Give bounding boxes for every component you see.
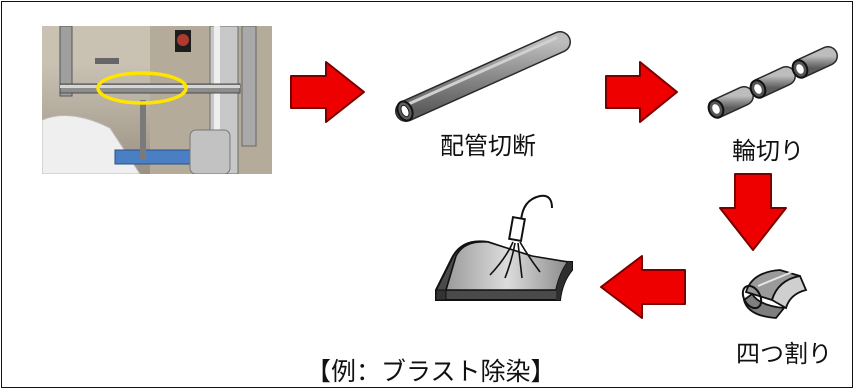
highlight-ellipse bbox=[96, 71, 188, 105]
blast-decontamination-icon bbox=[435, 194, 573, 301]
arrow-right-1 bbox=[290, 61, 365, 123]
arrow-down bbox=[719, 173, 787, 251]
arrow-left bbox=[600, 255, 686, 319]
pipe-photo bbox=[42, 26, 272, 174]
step-label-quartering: 四つ割り bbox=[736, 340, 832, 368]
step-label-ring-cutting: 輪切り bbox=[732, 137, 804, 165]
ring-pieces-icon bbox=[707, 46, 838, 119]
quartered-pipe-icon bbox=[741, 269, 808, 319]
arrow-right-2 bbox=[605, 61, 678, 123]
caption: 【例：ブラスト除染】 bbox=[306, 357, 556, 386]
step-label-pipe-cutting: 配管切断 bbox=[440, 132, 536, 160]
long-pipe-icon bbox=[395, 31, 571, 122]
